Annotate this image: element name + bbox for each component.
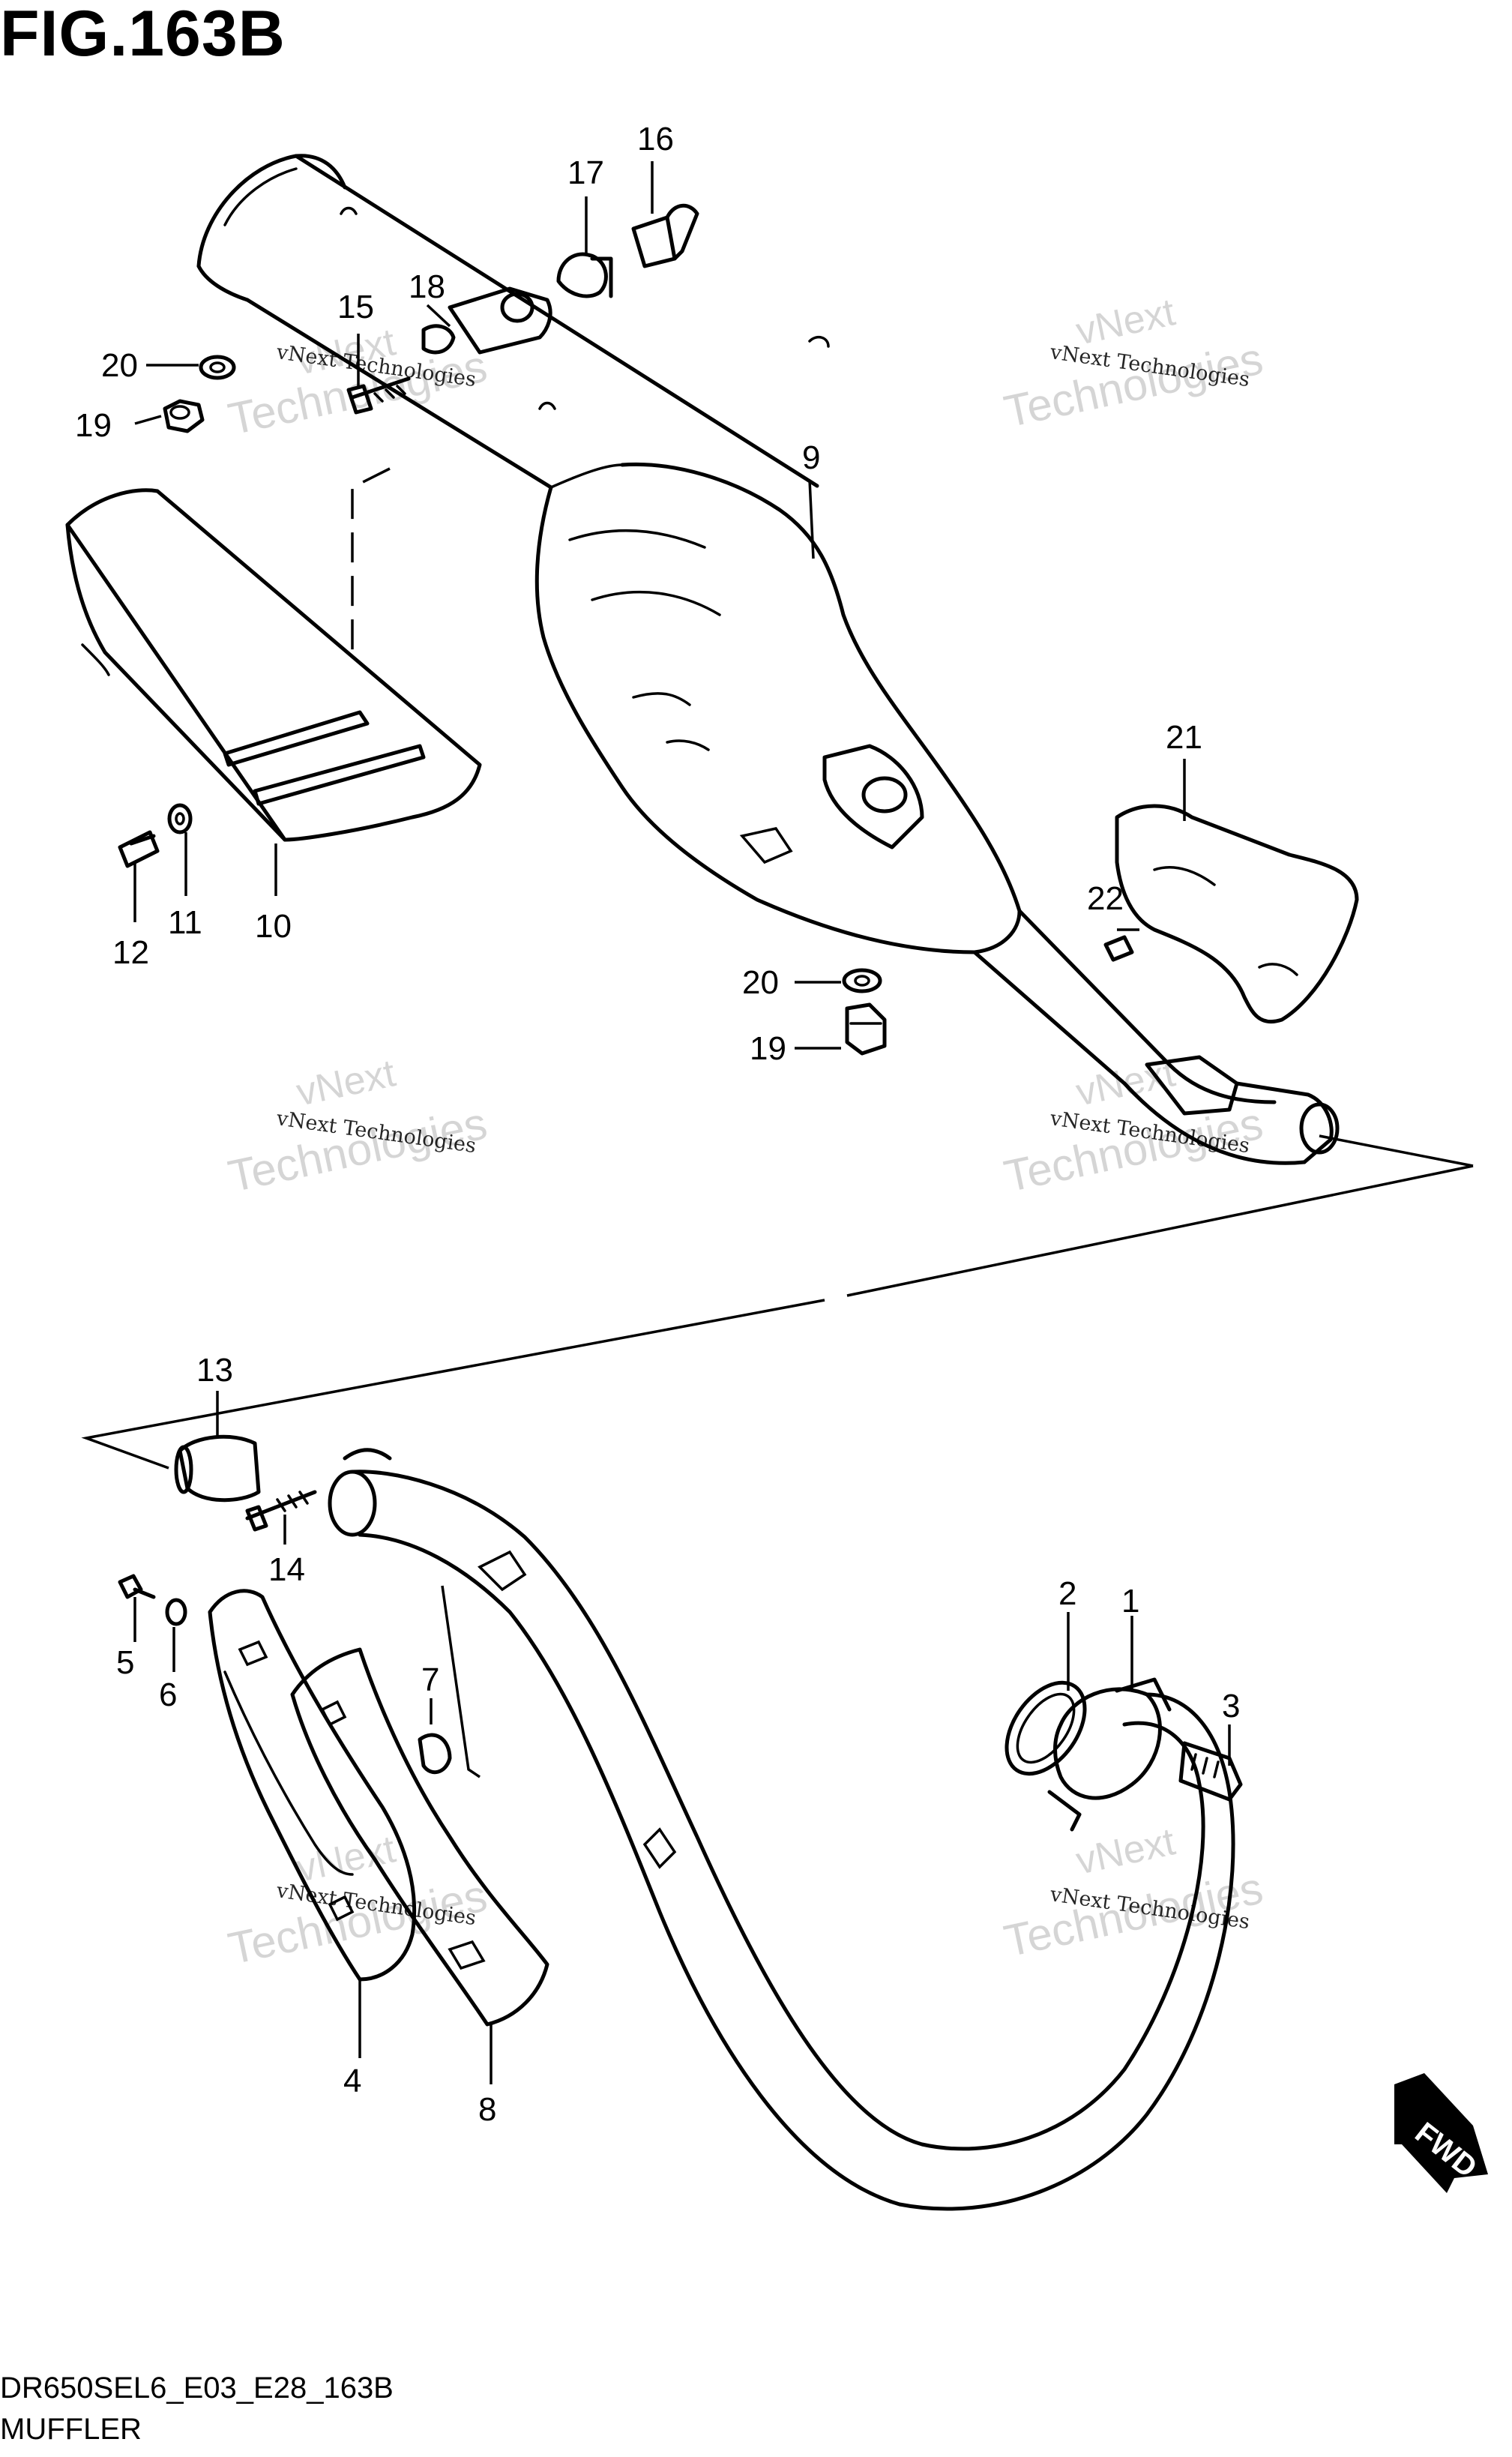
heat-shield-21	[1115, 804, 1359, 1024]
bolt-14	[245, 1490, 317, 1532]
callout-19-mid: 19	[750, 1030, 786, 1067]
callout-5: 5	[116, 1644, 134, 1681]
callout-4: 4	[343, 2063, 361, 2099]
watermark-bottom-right: vNext Technologies vNext Technologies	[1000, 1820, 1268, 1966]
washer-11	[167, 803, 193, 834]
callout-10: 10	[255, 908, 292, 945]
section-name: MUFFLER	[0, 2413, 142, 2446]
bolt-12	[118, 830, 160, 868]
callout-labels: 16 17 18 15 20 19 9 21 22 20 19 10 11 12…	[75, 121, 1240, 2128]
diagram-code: DR650SEL6_E03_E28_163B	[0, 2372, 394, 2405]
callout-22: 22	[1087, 880, 1124, 917]
callout-9: 9	[802, 439, 820, 476]
gasket-2	[1005, 1680, 1087, 1776]
watermark-top-right: vNext Technologies vNext Technologies	[1000, 290, 1268, 436]
bolt-5	[118, 1574, 156, 1599]
section-divider-line	[81, 1134, 1474, 1470]
callout-21: 21	[1166, 719, 1202, 756]
watermark-mid-left: vNext Technologies vNext Technologies	[224, 1051, 492, 1201]
callout-15: 15	[337, 289, 374, 325]
figure-title: FIG.163B	[0, 0, 286, 70]
nut-19-top	[163, 399, 205, 433]
washer-6	[165, 1598, 187, 1626]
svg-text:vNext: vNext	[1072, 1820, 1179, 1883]
callout-1: 1	[1121, 1583, 1139, 1620]
connector-13	[174, 1434, 261, 1503]
callout-8: 8	[478, 2091, 496, 2128]
heat-shield-4	[208, 1589, 417, 1982]
callout-18: 18	[409, 268, 445, 305]
callout-17: 17	[567, 154, 604, 191]
callout-3: 3	[1222, 1688, 1240, 1724]
washer-20-mid	[842, 968, 882, 993]
callout-20-top: 20	[101, 347, 138, 384]
heat-shield-8	[290, 1647, 549, 2027]
callout-19-top: 19	[75, 407, 112, 444]
svg-text:vNext: vNext	[292, 1051, 400, 1114]
callout-14: 14	[268, 1551, 305, 1588]
callout-13: 13	[196, 1352, 233, 1389]
svg-text:vNext: vNext	[1072, 290, 1179, 353]
leader-lines	[133, 161, 1231, 2084]
watermark-mid-right: vNext Technologies vNext Technologies	[1000, 1051, 1268, 1201]
bolt-15	[346, 376, 411, 415]
callout-2: 2	[1058, 1575, 1076, 1612]
nut-19-mid	[845, 1002, 887, 1056]
washer-20-top	[199, 355, 236, 380]
clamp-7	[418, 1733, 452, 1775]
forward-direction-badge: FWD	[1394, 2073, 1488, 2193]
callout-16: 16	[637, 121, 674, 157]
callout-20-mid: 20	[742, 964, 779, 1001]
bolt-3	[1178, 1741, 1243, 1802]
heat-shield-10	[65, 488, 482, 842]
callout-11: 11	[168, 904, 202, 941]
callout-7: 7	[421, 1661, 439, 1698]
mount-bracket-16-18	[421, 203, 699, 355]
exhaust-pipe-1	[328, 1448, 1235, 2211]
callout-6: 6	[159, 1676, 177, 1713]
muffler-body	[196, 154, 1340, 1165]
screw-22	[1103, 935, 1134, 962]
callout-12: 12	[112, 934, 149, 971]
